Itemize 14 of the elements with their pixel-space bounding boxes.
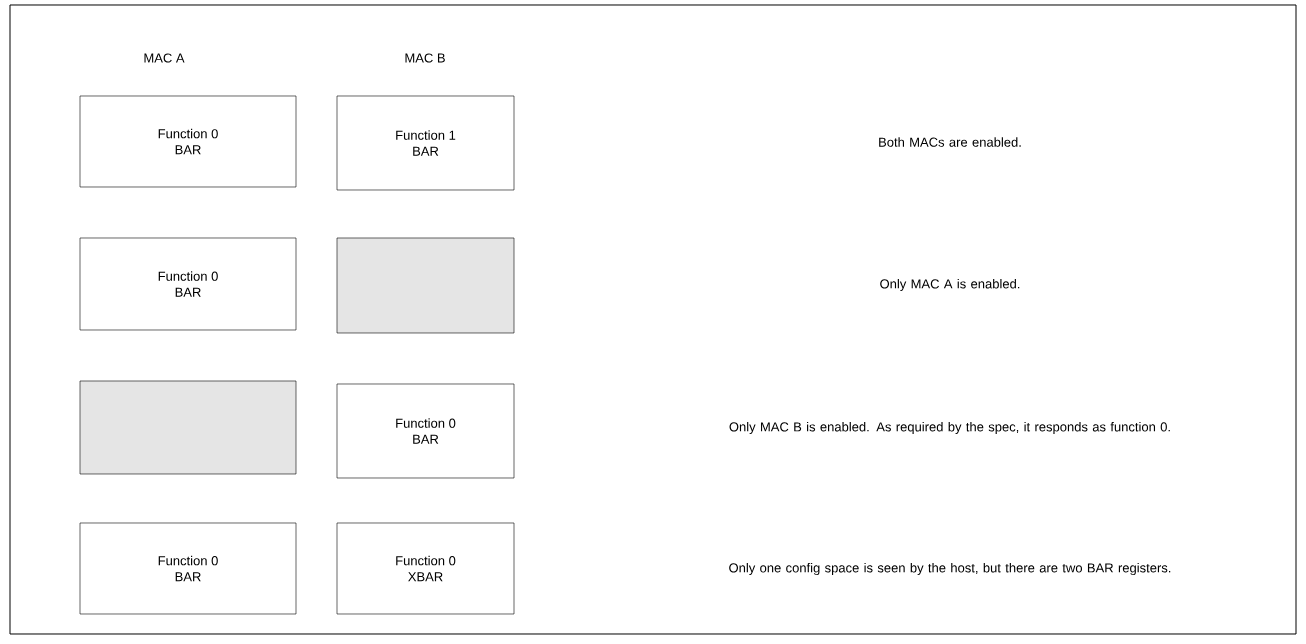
column-heading: MAC A: [144, 53, 185, 63]
description-text: Both MACs are enabled.: [879, 137, 1021, 147]
column-heading: MAC B: [405, 53, 445, 63]
function-box: Function 0 BAR: [79, 237, 297, 331]
description-text: Only MAC A is enabled.: [880, 278, 1020, 292]
function-box: Function 0 BAR: [336, 383, 515, 479]
function-box: Function 0 BAR: [79, 95, 297, 188]
empty-box: [79, 380, 297, 475]
empty-box: [336, 237, 515, 334]
description-text: Only MAC B is enabled. As required by the spec, it responds as function 0.: [729, 421, 1170, 435]
function-box: Function 0 XBAR: [336, 522, 515, 615]
function-box: Function 0 BAR: [79, 522, 297, 615]
function-box: Function 1 BAR: [336, 95, 515, 191]
description-text: Only one config space is seen by the host, but there are two BAR registers.: [729, 562, 1171, 576]
